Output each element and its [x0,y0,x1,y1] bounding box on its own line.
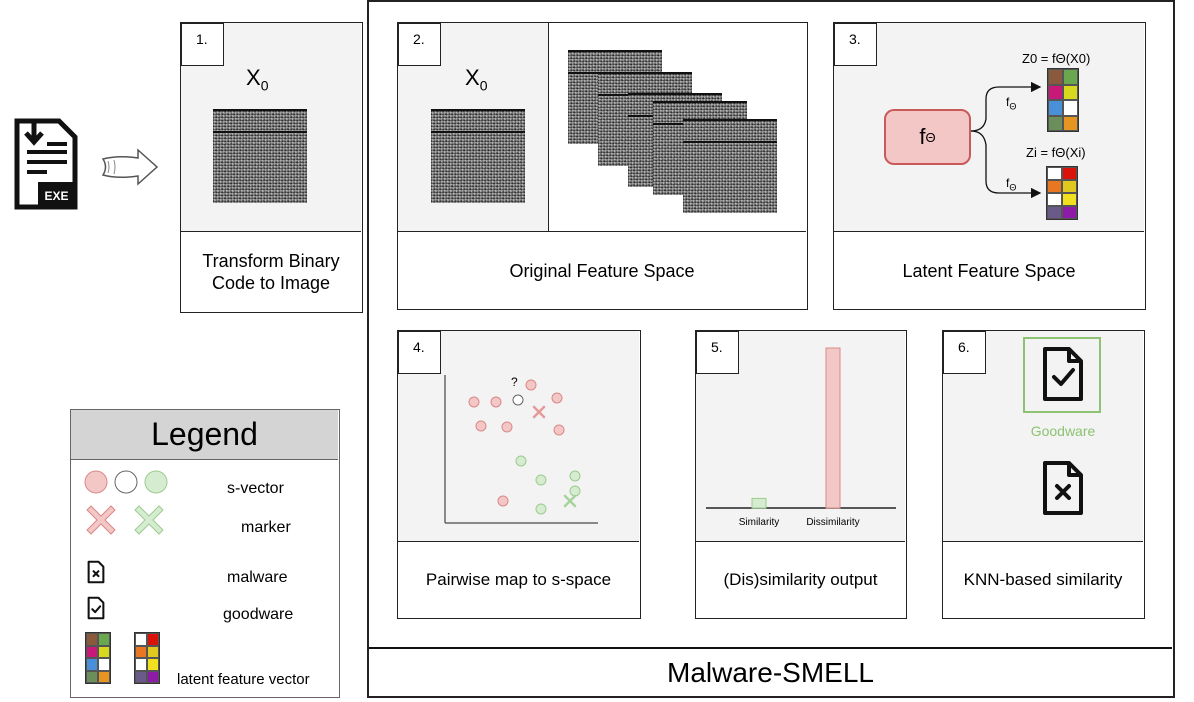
legend-vector-2-cell [135,645,147,658]
main-title: Malware-SMELL [667,657,874,688]
legend-goodware-icon [87,596,105,625]
zi-label: Zi = fΘ(Xi) [1026,145,1086,160]
legend-vector-2-cell [135,633,147,646]
z0-vector [1047,68,1079,132]
z0-cell [1063,84,1078,100]
step6-number: 6. [943,331,986,374]
step2-number: 2. [398,23,441,66]
dissimilarity-chart: Similarity Dissimilarity [706,347,896,528]
zi-cell [1047,167,1062,180]
step1-binary-image [213,109,307,203]
z0-label: Z0 = fΘ(X0) [1022,51,1091,66]
exe-file-icon: EXE [14,118,78,210]
legend-goodware-label: goodware [223,606,294,623]
step5-panel: 5. Similarity Dissimilarity (Dis)similar… [695,330,907,619]
svector-scatter: ? [444,375,598,524]
legend-svector-icons [84,470,168,494]
step6-panel: 6. Goodware KNN-based similarity [942,330,1145,619]
step3-caption: Latent Feature Space [902,260,1076,281]
step1-divider [181,231,361,232]
legend-vector-2-cell [135,670,147,683]
legend-vector-2-cell [147,645,159,658]
legend-vector-2-cell [147,633,159,646]
step6-divider [943,541,1143,542]
legend-vector-2-cell [135,658,147,671]
legend-latent-label: latent feature vector [177,671,310,688]
svg-text:EXE: EXE [44,189,68,203]
step4-number: 4. [398,331,441,374]
z0-cell [1063,115,1078,131]
zi-vector [1046,166,1078,220]
zi-cell [1062,180,1077,193]
step2-x0-label: X0 [465,65,488,94]
step5-caption: (Dis)similarity output [723,570,878,589]
title-divider [369,647,1172,649]
legend-vector-1-cell [86,670,98,683]
step2-split [548,23,549,232]
legend-svector-label: s-vector [227,480,284,497]
stacked-image-5 [683,119,777,213]
z0-cell [1048,100,1063,116]
zi-cell [1047,206,1062,219]
legend-vector-1-cell [86,645,98,658]
label-similarity: Similarity [739,517,780,528]
legend-malware-label: malware [227,569,288,586]
step3-divider [834,231,1144,232]
step2-caption: Original Feature Space [509,260,695,281]
legend-vector-1-cell [86,633,98,646]
goodware-label: Goodware [1030,423,1096,439]
bar-similarity [751,497,767,509]
legend-vector-2-cell [147,670,159,683]
zi-cell [1062,167,1077,180]
legend-header: Legend [71,410,338,460]
legend-marker-label: marker [241,519,291,536]
unknown-sample [512,394,524,406]
step1-number: 1. [181,23,224,66]
z0-cell [1048,115,1063,131]
label-dissimilarity: Dissimilarity [806,517,859,528]
zi-cell [1047,193,1062,206]
encoder-arrows [970,81,1042,199]
step2-panel: 2. X0 Original Feature Space [397,22,808,310]
step2-binary-image [431,109,525,203]
legend-malware-icon [87,560,105,589]
svg-text:?: ? [511,375,518,389]
z0-cell [1048,84,1063,100]
zi-cell [1062,193,1077,206]
legend-vector-1-cell [98,670,110,683]
step5-divider [696,541,905,542]
malware-doc-icon [1041,459,1085,522]
legend-vector-1-cell [98,645,110,658]
z0-cell [1063,100,1078,116]
legend-vector-1-cell [98,633,110,646]
legend-vector-1-cell [98,658,110,671]
z0-cell [1063,69,1078,85]
zi-cell [1047,180,1062,193]
zi-cell [1062,206,1077,219]
legend-marker-icons [86,505,164,535]
legend-vector-1-cell [86,658,98,671]
step4-panel: 4. ? Pairwise map to s-space [397,330,641,619]
step2-divider [398,231,806,232]
legend-box: Legend s-vector marker malware goodware … [70,409,340,698]
step4-divider [398,541,639,542]
bar-dissimilarity [825,347,841,509]
step4-caption: Pairwise map to s-space [425,570,612,589]
legend-vector-1 [85,632,111,684]
legend-vector-2-cell [147,658,159,671]
step6-caption: KNN-based similarity [963,570,1123,589]
z0-cell [1048,69,1063,85]
f-theta-bottom: fΘ [1006,176,1017,193]
f-theta-top: fΘ [1006,95,1017,112]
step3-number: 3. [834,23,877,66]
outline-arrow-icon [100,147,160,187]
step5-number: 5. [696,331,739,374]
legend-vector-2 [134,632,160,684]
step1-x0-label: X0 [246,65,269,94]
goodware-doc-icon [1041,345,1085,408]
